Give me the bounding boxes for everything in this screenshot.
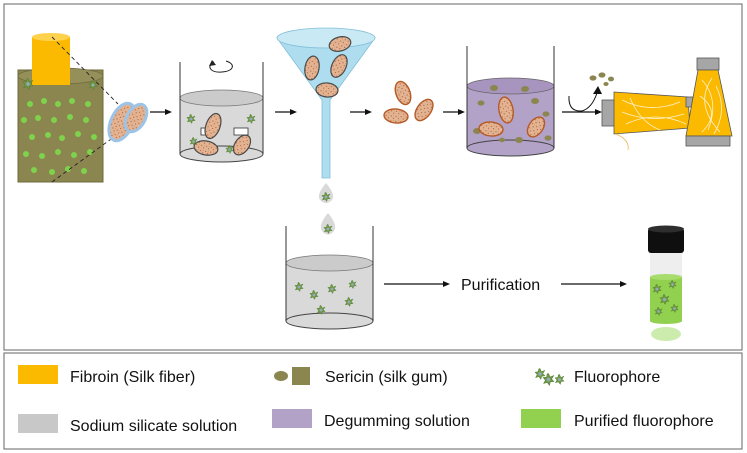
fibroin-core-top <box>32 33 70 41</box>
cocoon-icon <box>304 55 320 81</box>
cocoon-icon <box>315 82 339 98</box>
purified-swatch <box>521 409 561 428</box>
legend-item-sodium-silicate: Sodium silicate solution <box>18 414 237 435</box>
cocoon-icon <box>330 54 348 78</box>
legend-item-sericin: Sericin (silk gum) <box>274 367 448 386</box>
cocoon-icon <box>328 36 352 52</box>
cocoon-icon <box>232 134 252 156</box>
silicate-beaker <box>179 60 264 163</box>
cocoon-icon <box>383 108 409 124</box>
degumming-swatch <box>272 409 312 428</box>
fibroin-core <box>32 37 70 85</box>
funnel-icon <box>276 27 376 235</box>
fibroin-swatch <box>18 365 58 384</box>
degummed-cocoons <box>383 80 434 124</box>
cocoon-pair <box>107 101 149 143</box>
svg-text:Fluorophore: Fluorophore <box>574 369 660 386</box>
droplet <box>320 213 336 235</box>
svg-text:Fibroin (Silk fiber): Fibroin (Silk fiber) <box>70 369 195 386</box>
collected-silicate <box>286 263 373 321</box>
legend-panel <box>3 352 743 450</box>
legend-item-fibroin: Fibroin (Silk fiber) <box>18 365 195 386</box>
svg-text:Purified fluorophore: Purified fluorophore <box>574 413 714 430</box>
cocoon-icon <box>478 121 504 137</box>
svg-text:Degumming solution: Degumming solution <box>324 413 470 430</box>
cocoon-icon <box>394 80 412 106</box>
cocoon-icon <box>193 140 219 156</box>
vial-reflection <box>651 327 681 341</box>
sericin-swatch <box>292 367 310 385</box>
sericin-layer <box>17 69 104 183</box>
released-sericin <box>589 72 614 86</box>
spindle-icon <box>601 57 733 151</box>
degumming-beaker <box>466 46 555 157</box>
legend-item-fluorophore: Fluorophore <box>534 368 660 386</box>
sericin-release-arrow <box>568 92 598 112</box>
sodium-silicate-swatch <box>18 414 58 433</box>
zoom-line-top <box>51 36 119 105</box>
purification-label: Purification <box>461 277 540 294</box>
silk-fiber <box>17 33 119 183</box>
rotate-arrow-icon <box>209 60 233 73</box>
cocoon-icon <box>414 98 434 122</box>
cocoon-icon <box>526 116 546 138</box>
cocoon-icon <box>498 96 514 124</box>
svg-text:Sodium silicate solution: Sodium silicate solution <box>70 418 237 435</box>
legend-item-degumming: Degumming solution <box>272 409 470 430</box>
vial-icon <box>648 225 684 341</box>
svg-text:Sericin (silk gum): Sericin (silk gum) <box>325 369 448 386</box>
vial-cap <box>648 228 684 253</box>
cocoon-icon <box>204 112 222 140</box>
legend-item-purified: Purified fluorophore <box>521 409 714 430</box>
sericin-particles <box>473 85 552 143</box>
stir-bar <box>233 127 249 136</box>
cocoon-icon <box>123 102 149 134</box>
sericin-particle-icon <box>274 371 288 381</box>
collection-beaker <box>285 226 374 330</box>
sericin-fluorophore-dots <box>21 98 97 175</box>
